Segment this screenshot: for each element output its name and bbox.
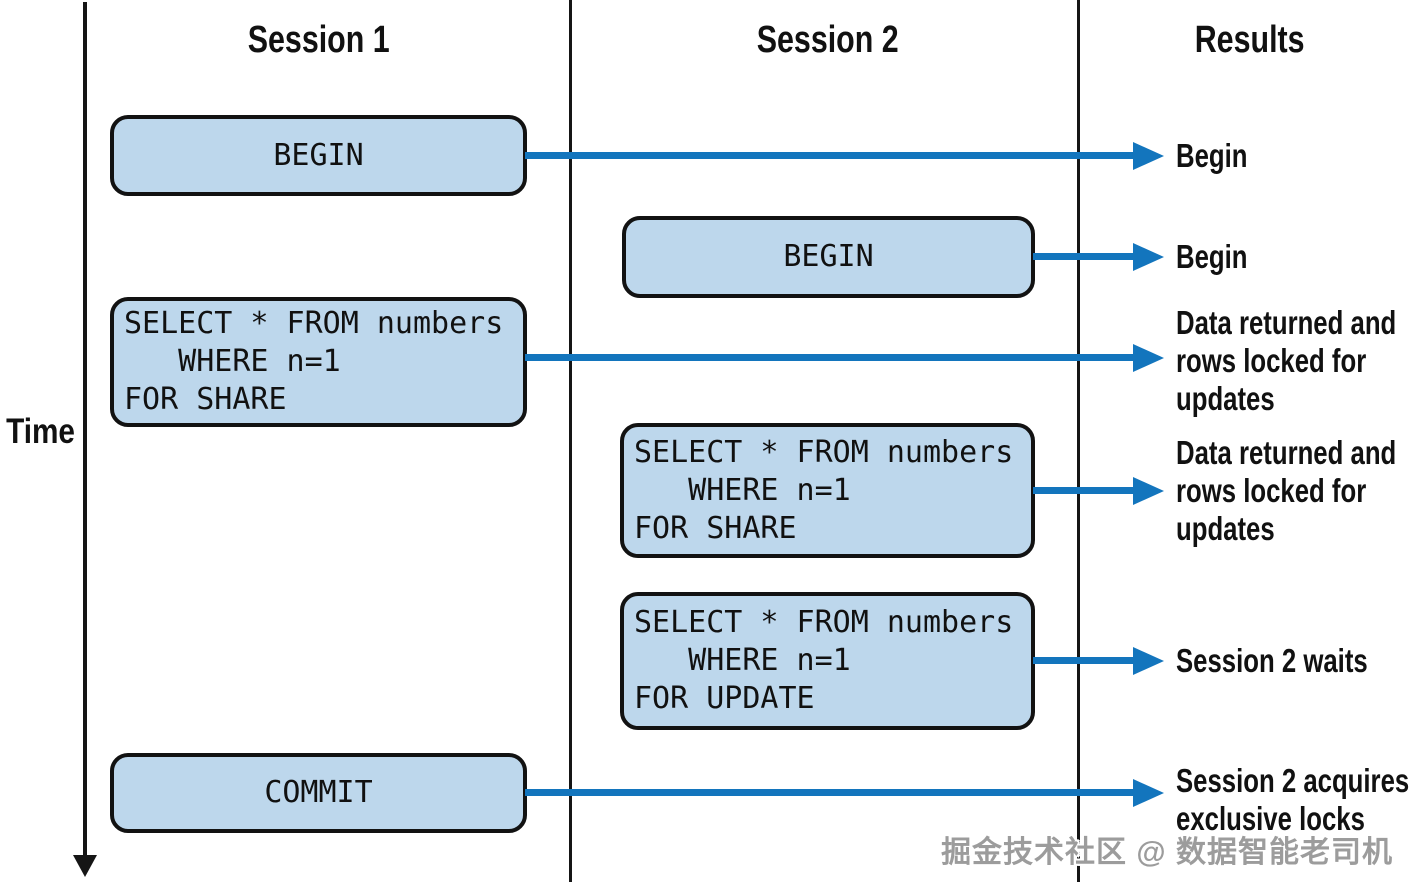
result-label-session2-waits: Session 2 waits <box>1176 642 1368 679</box>
flow-arrowhead-icon <box>1133 647 1164 675</box>
result-label-begin-2: Begin <box>1176 238 1248 275</box>
flow-arrow-line <box>1033 487 1135 494</box>
sql-box-session1-select-for-share: SELECT * FROM numbers WHERE n=1 FOR SHAR… <box>110 297 527 427</box>
flow-arrow-line <box>525 152 1135 159</box>
sql-text: BEGIN <box>783 239 874 274</box>
flow-arrowhead-icon <box>1133 344 1164 372</box>
sql-box-session1-commit: COMMIT <box>110 753 527 833</box>
flow-arrow-line <box>1033 253 1135 260</box>
result-label-session2-acquires-locks: Session 2 acquires exclusive locks <box>1176 762 1410 837</box>
flow-arrowhead-icon <box>1133 243 1164 271</box>
column-header-session1: Session 1 <box>247 19 390 61</box>
column-header-session2: Session 2 <box>756 19 899 61</box>
sql-text: BEGIN <box>273 137 364 173</box>
sql-text: COMMIT <box>264 775 373 810</box>
time-axis-line <box>83 2 87 857</box>
column-divider-session1-session2 <box>569 0 572 882</box>
result-label-begin-1: Begin <box>1176 137 1248 174</box>
sql-text: WHERE n=1 <box>634 643 851 678</box>
flow-arrowhead-icon <box>1133 779 1164 807</box>
column-header-results: Results <box>1195 19 1305 61</box>
sql-text: WHERE n=1 <box>124 344 341 379</box>
flow-arrow-line <box>1033 657 1135 664</box>
sql-text: WHERE n=1 <box>634 472 851 508</box>
sql-text: FOR SHARE <box>634 510 797 546</box>
flow-arrow-line <box>525 789 1135 796</box>
watermark-text: 掘金技术社区 @ 数据智能老司机 <box>941 836 1393 869</box>
sql-text: SELECT * FROM numbers <box>634 434 1014 470</box>
time-axis-label: Time <box>6 412 76 451</box>
sql-text: FOR UPDATE <box>634 681 815 716</box>
sql-box-session2-begin: BEGIN <box>622 216 1035 298</box>
result-label-data-returned-2: Data returned and rows locked for update… <box>1176 434 1397 547</box>
sql-text: SELECT * FROM numbers <box>634 605 1014 640</box>
flow-arrowhead-icon <box>1133 142 1164 170</box>
time-axis-arrowhead-icon <box>73 855 97 877</box>
sql-box-session2-select-for-update: SELECT * FROM numbers WHERE n=1 FOR UPDA… <box>620 592 1035 730</box>
sql-text: FOR SHARE <box>124 382 287 417</box>
sql-box-session2-select-for-share: SELECT * FROM numbers WHERE n=1 FOR SHAR… <box>620 423 1035 558</box>
column-divider-session2-results <box>1077 0 1080 882</box>
sql-text: SELECT * FROM numbers <box>124 306 504 341</box>
result-label-data-returned-1: Data returned and rows locked for update… <box>1176 304 1397 417</box>
flow-arrow-line <box>525 354 1135 361</box>
flow-arrowhead-icon <box>1133 477 1164 505</box>
sql-box-session1-begin: BEGIN <box>110 115 527 196</box>
